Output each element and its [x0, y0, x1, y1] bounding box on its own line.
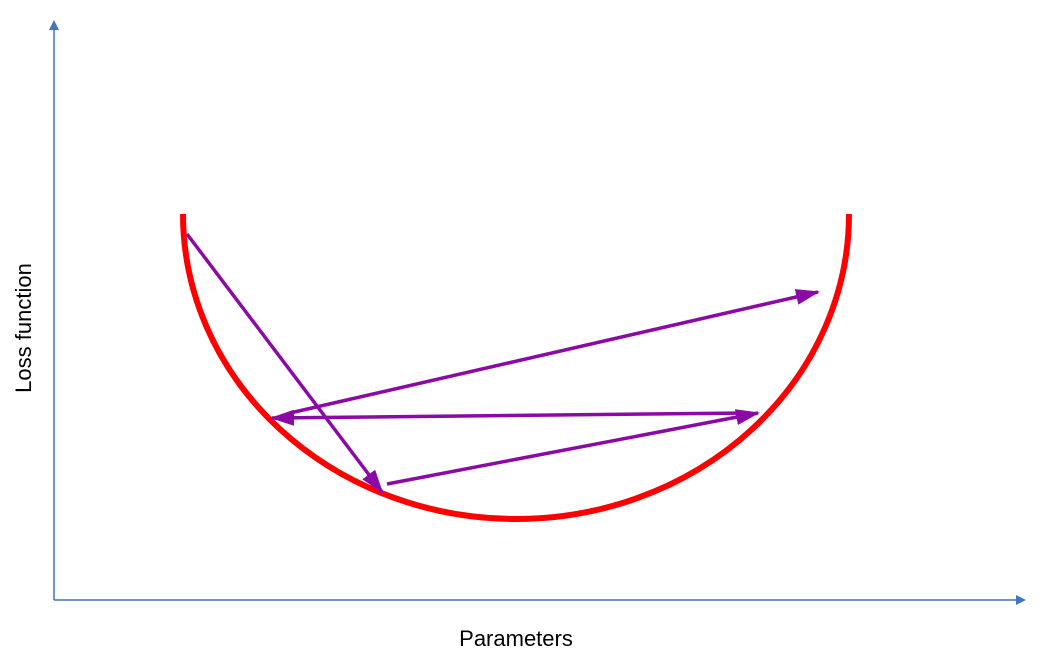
step-arrow-2	[386, 409, 760, 486]
y-axis-label: Loss function	[11, 263, 36, 393]
step-arrow-1	[185, 232, 384, 494]
step-arrow-4	[289, 289, 820, 415]
loss-curve	[180, 213, 852, 522]
x-axis-label: Parameters	[459, 626, 573, 651]
step-arrow-3	[270, 409, 749, 426]
